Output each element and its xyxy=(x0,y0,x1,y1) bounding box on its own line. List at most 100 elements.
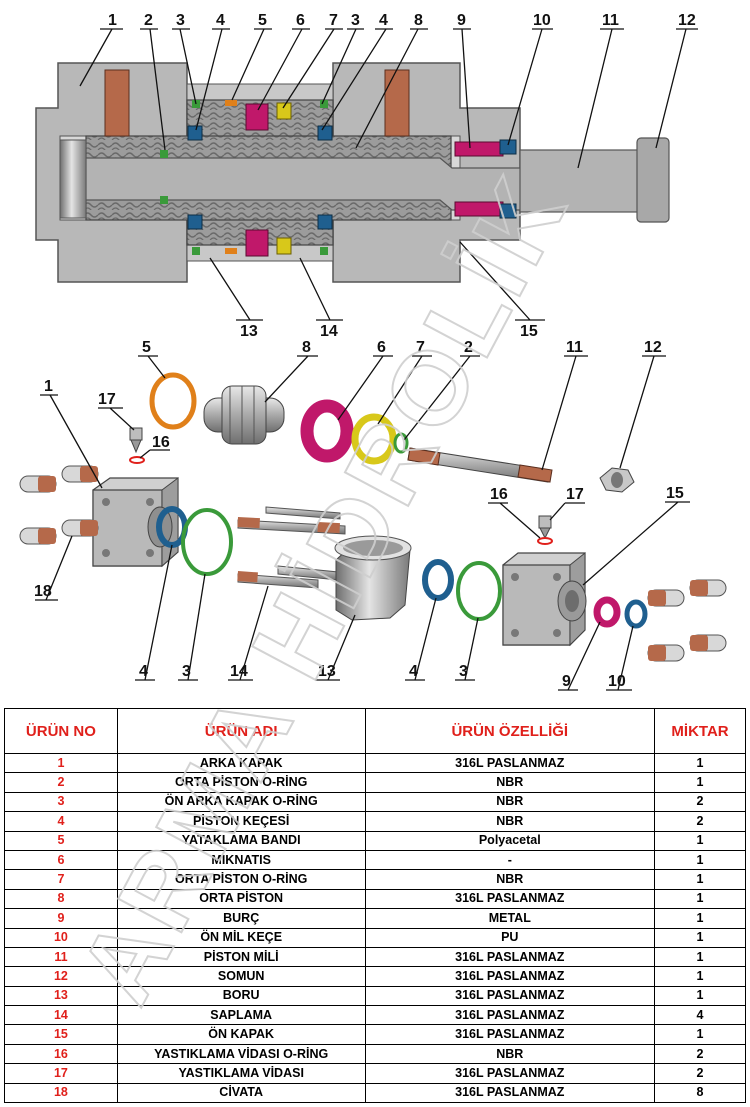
part-no-cell: 13 xyxy=(4,985,118,1007)
front-oring-3d xyxy=(456,561,502,621)
header-quantity: MİKTAR xyxy=(654,708,746,754)
callout-label: 2 xyxy=(464,339,473,356)
part-name-cell: ARKA KAPAK xyxy=(116,752,366,774)
section-view xyxy=(35,62,670,283)
piston-oring-3d xyxy=(351,413,397,465)
part-spec-cell: 316L PASLANMAZ xyxy=(364,888,656,910)
wear-band-3d xyxy=(149,372,197,430)
front-cap-3d xyxy=(502,551,587,647)
part-no-cell: 15 xyxy=(4,1024,118,1045)
callout-label: 1 xyxy=(108,12,117,29)
part-spec-cell: 316L PASLANMAZ xyxy=(364,752,656,774)
quantity-cell: 8 xyxy=(654,1082,746,1104)
table-header-row: ÜRÜN NO ÜRÜN ADI ÜRÜN ÖZELLİĞİ MİKTAR xyxy=(4,708,746,754)
part-name-cell: ÖN MİL KEÇE xyxy=(116,927,366,948)
part-name-cell: MIKNATIS xyxy=(116,849,366,871)
piston-rod-3d xyxy=(407,447,553,483)
part-no-cell: 1 xyxy=(4,752,118,774)
rear-oring-3d xyxy=(181,508,233,576)
quantity-cell: 1 xyxy=(654,849,746,871)
callout-label: 11 xyxy=(566,339,583,356)
callout-label: 17 xyxy=(98,391,116,408)
part-no-cell: 17 xyxy=(4,1063,118,1084)
callout-label: 3 xyxy=(182,663,191,680)
part-no-cell: 8 xyxy=(4,888,118,910)
part-name-cell: PİSTON KEÇESİ xyxy=(116,811,366,832)
part-no-cell: 9 xyxy=(4,908,118,929)
part-spec-cell: METAL xyxy=(364,908,656,929)
callout-label: 4 xyxy=(379,12,388,29)
part-name-cell: YATAKLAMA BANDI xyxy=(116,830,366,851)
callout-label: 15 xyxy=(520,323,538,340)
callout-label: 5 xyxy=(142,339,151,356)
cushion-screw-front-3d xyxy=(537,515,553,545)
part-no-cell: 18 xyxy=(4,1082,118,1104)
part-name-cell: ORTA PİSTON O-RİNG xyxy=(116,772,366,793)
callout-label: 14 xyxy=(230,663,248,680)
part-spec-cell: - xyxy=(364,849,656,871)
callout-label: 15 xyxy=(666,485,684,502)
rod-seal-3d xyxy=(624,599,648,629)
callout-label: 13 xyxy=(318,663,336,680)
callout-label: 11 xyxy=(602,12,619,29)
part-spec-cell: NBR xyxy=(364,791,656,813)
quantity-cell: 1 xyxy=(654,1024,746,1045)
callout-label: 14 xyxy=(320,323,338,340)
callout-label: 12 xyxy=(644,339,662,356)
part-no-cell: 7 xyxy=(4,869,118,890)
callout-label: 10 xyxy=(533,12,551,29)
header-part-name: ÜRÜN ADI xyxy=(116,708,366,754)
cushion-screw-rear-3d xyxy=(129,427,145,464)
part-spec-cell: 316L PASLANMAZ xyxy=(364,985,656,1007)
callout-label: 7 xyxy=(416,339,425,356)
part-spec-cell: NBR xyxy=(364,1043,656,1065)
quantity-cell: 1 xyxy=(654,830,746,851)
cylinder-diagram: 1 2 3 4 5 6 7 3 4 8 9 10 11 12 13 14 15 xyxy=(19,12,727,691)
callout-label: 2 xyxy=(144,12,153,29)
part-spec-cell: 316L PASLANMAZ xyxy=(364,1082,656,1104)
part-no-cell: 10 xyxy=(4,927,118,948)
callout-label: 5 xyxy=(258,12,267,29)
part-spec-cell: 316L PASLANMAZ xyxy=(364,1063,656,1084)
callout-label: 3 xyxy=(176,12,185,29)
exploded-leaders xyxy=(35,355,690,691)
part-spec-cell: 316L PASLANMAZ xyxy=(364,946,656,968)
part-spec-cell: 316L PASLANMAZ xyxy=(364,1005,656,1026)
quantity-cell: 2 xyxy=(654,811,746,832)
callout-label: 6 xyxy=(296,12,305,29)
tie-rods-3d xyxy=(237,506,346,589)
callout-label: 4 xyxy=(139,663,148,680)
quantity-cell: 2 xyxy=(654,791,746,813)
quantity-cell: 1 xyxy=(654,752,746,774)
callout-label: 1 xyxy=(44,378,53,395)
part-name-cell: BORU xyxy=(116,985,366,1007)
quantity-cell: 4 xyxy=(654,1005,746,1026)
callout-label: 3 xyxy=(351,12,360,29)
rear-cap-3d xyxy=(92,477,179,568)
part-spec-cell: PU xyxy=(364,927,656,948)
nut-3d xyxy=(599,467,635,493)
part-spec-cell: NBR xyxy=(364,869,656,890)
rod-bushing-3d xyxy=(593,596,621,628)
exploded-view xyxy=(19,372,727,662)
nut-section xyxy=(636,137,670,223)
callout-label: 8 xyxy=(414,12,423,29)
tube-section xyxy=(186,83,334,101)
quantity-cell: 1 xyxy=(654,966,746,987)
small-oring-3d xyxy=(393,432,409,454)
piston-3d xyxy=(203,385,285,445)
quantity-cell: 2 xyxy=(654,1043,746,1065)
callout-label: 9 xyxy=(562,673,571,690)
quantity-cell: 1 xyxy=(654,985,746,1007)
callout-label: 6 xyxy=(377,339,386,356)
exploded-callout-labels: 5 8 6 7 2 11 12 1 17 16 16 17 15 18 4 3 … xyxy=(34,339,684,690)
